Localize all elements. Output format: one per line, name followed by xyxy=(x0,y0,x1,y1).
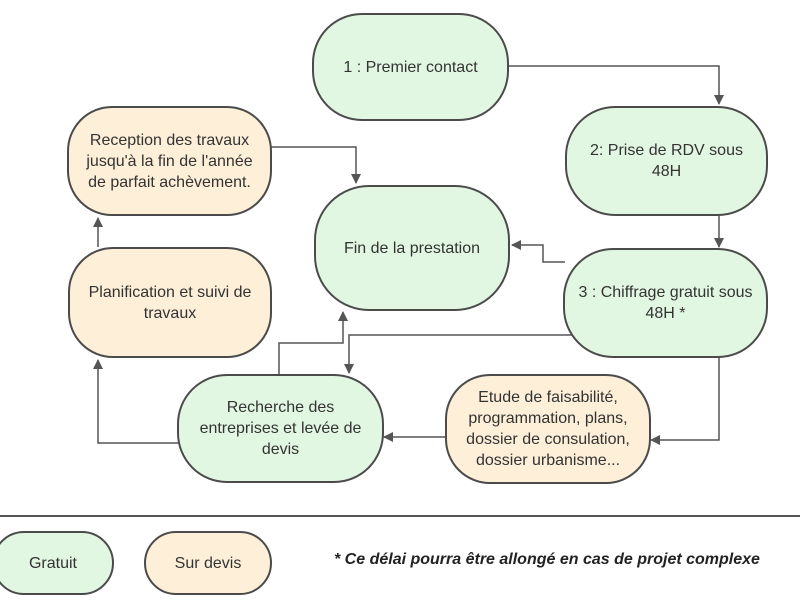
node-reception-travaux: Reception des travaux jusqu'à la fin de … xyxy=(67,106,272,216)
node-prise-rdv: 2: Prise de RDV sous 48H xyxy=(565,106,768,216)
node-premier-contact: 1 : Premier contact xyxy=(312,13,509,121)
legend-note: * Ce délai pourra être allongé en cas de… xyxy=(334,551,760,568)
node-chiffrage: 3 : Chiffrage gratuit sous 48H * xyxy=(563,248,768,358)
legend-sur-devis: Sur devis xyxy=(144,531,272,595)
node-recherche-entreprises: Recherche des entreprises et levée de de… xyxy=(177,374,384,483)
legend-divider xyxy=(0,515,800,517)
edge-chiffrage-to-etude xyxy=(650,357,720,445)
edge-chiffrage-to-recherche xyxy=(344,334,575,374)
edge-chiffrage-to-fin-prestation xyxy=(511,240,565,263)
node-planification: Planification et suivi de travaux xyxy=(68,247,272,358)
edge-recherche-to-fin-prestation xyxy=(278,311,348,375)
edge-premier-contact-to-prise-rdv xyxy=(509,65,724,105)
edge-reception-to-fin-prestation xyxy=(270,146,361,184)
node-fin-prestation: Fin de la prestation xyxy=(314,185,510,311)
node-etude-faisabilite: Etude de faisabilité, programmation, pla… xyxy=(445,374,651,484)
legend-gratuit: Gratuit xyxy=(0,531,114,595)
edge-recherche-to-planification xyxy=(93,359,179,444)
